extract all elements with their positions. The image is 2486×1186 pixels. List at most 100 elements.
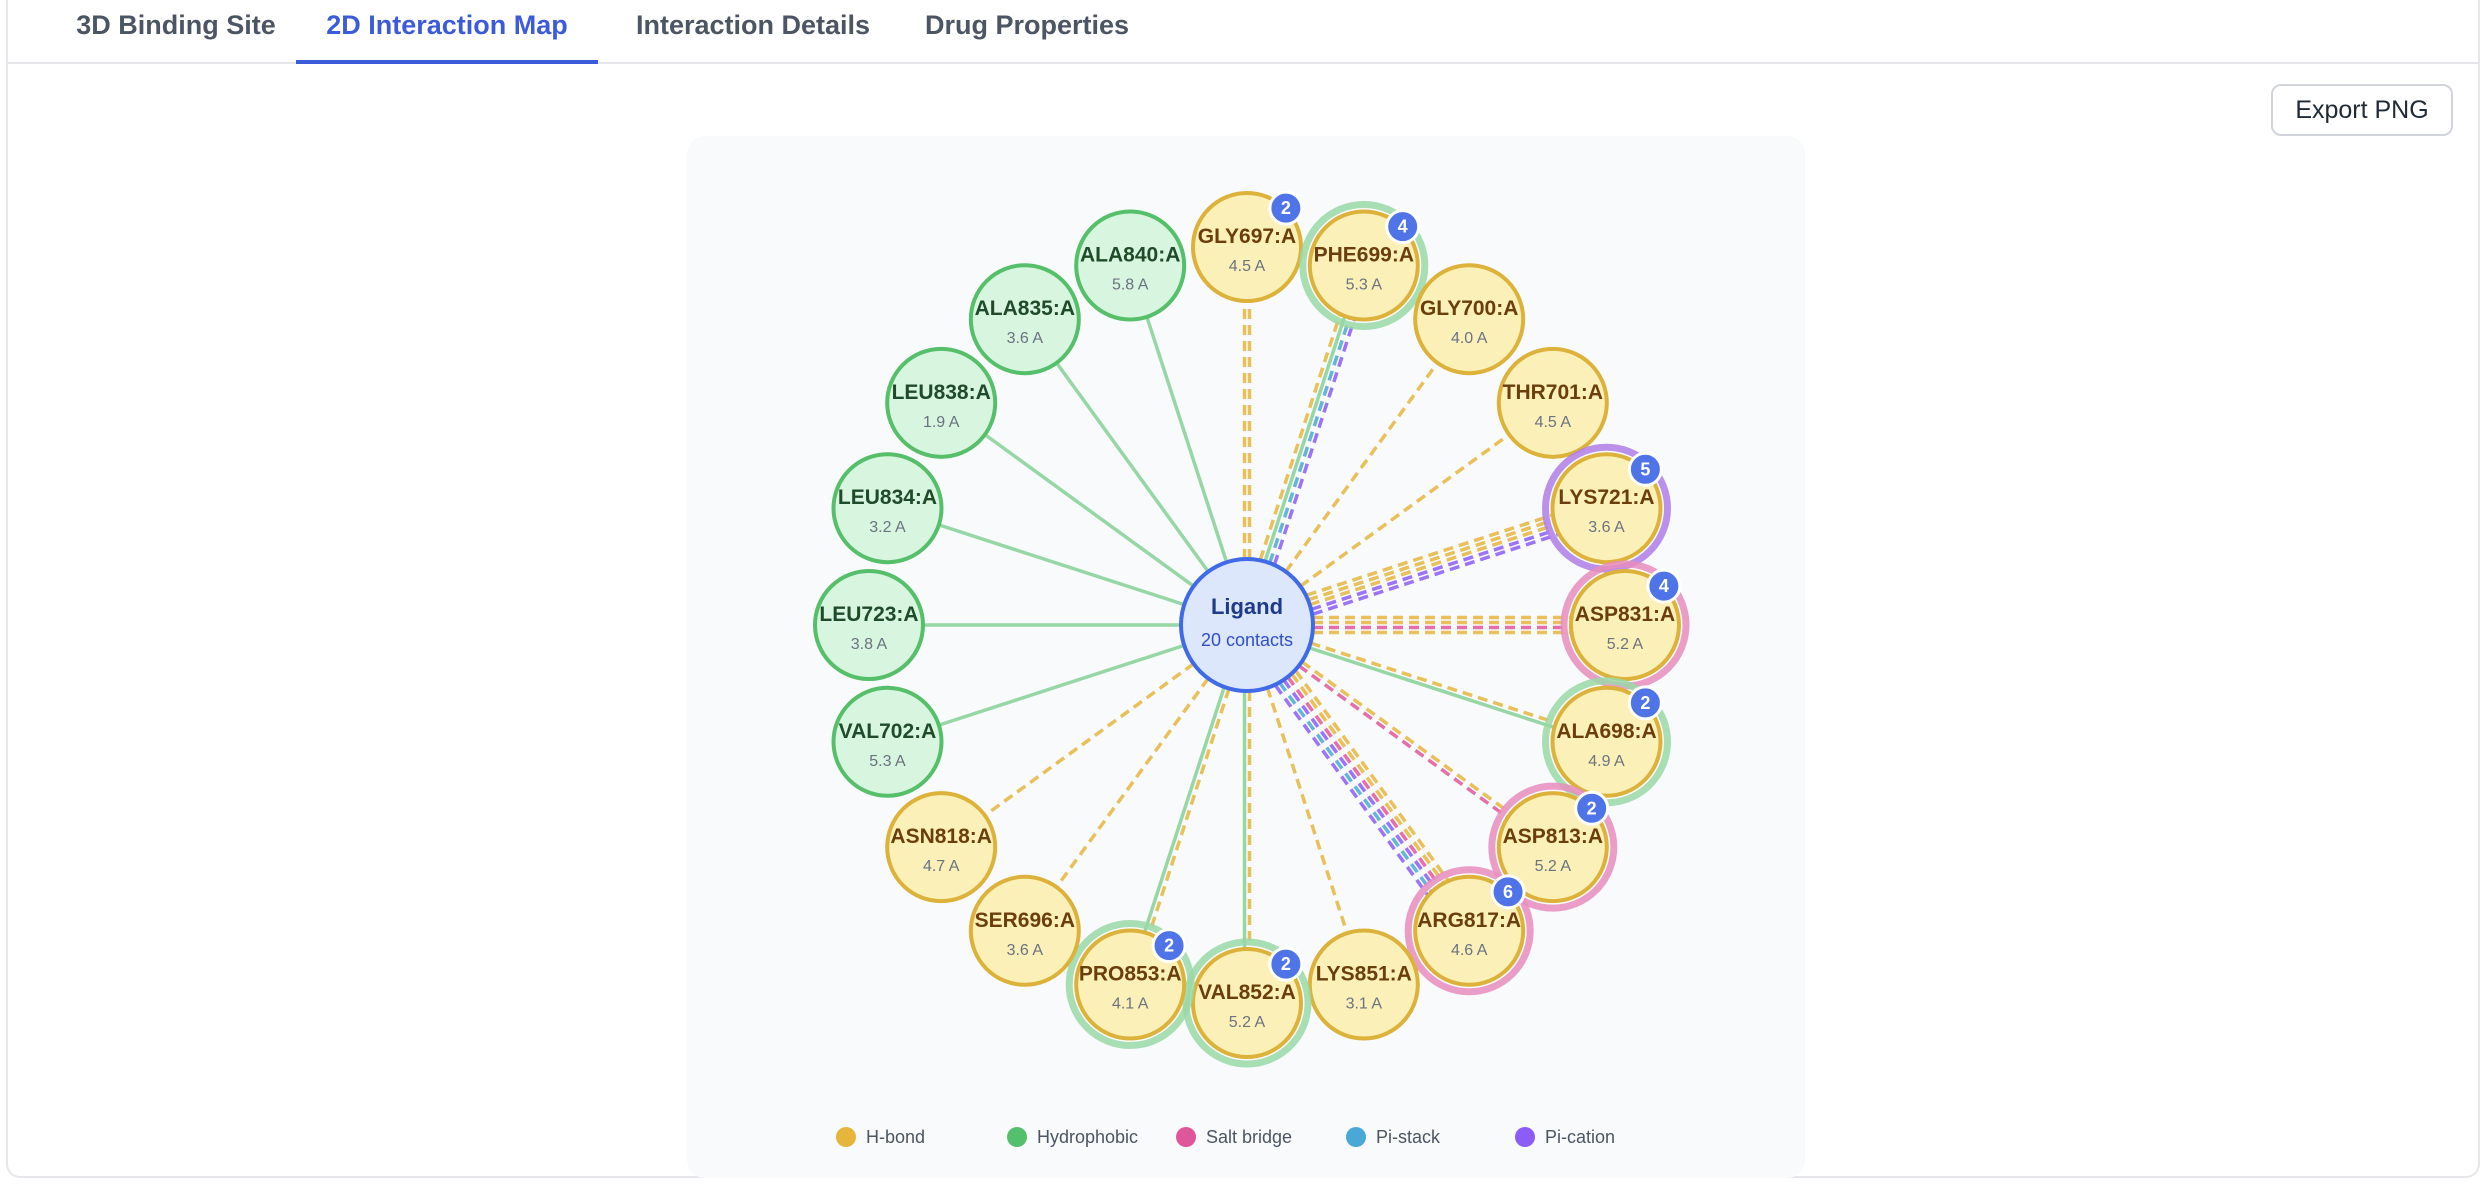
residue-node[interactable]: ASN818:A4.7 A <box>885 791 998 904</box>
interaction-line-hydrophobic <box>983 433 1195 588</box>
contact-count: 2 <box>1281 198 1291 218</box>
legend-item-pi-stack: Pi-stack <box>1346 1127 1441 1147</box>
residue-node[interactable]: VAL852:A5.2 A2 <box>1182 938 1312 1068</box>
residue-name: VAL702:A <box>839 720 937 743</box>
tab-3d-binding-site[interactable]: 3D Binding Site <box>72 0 280 62</box>
residue-node[interactable]: ASP831:A 5.2 A 4 <box>1560 560 1690 690</box>
tab-label: 2D Interaction Map <box>326 10 568 40</box>
export-png-button[interactable]: Export PNG <box>2271 84 2453 136</box>
residue-name: ASP831:A <box>1575 603 1675 626</box>
residue-node[interactable]: LYS721:A3.6 A5 <box>1541 443 1671 573</box>
contact-count-badge <box>1151 928 1187 964</box>
tab-interaction-details[interactable]: Interaction Details <box>628 0 878 62</box>
contact-count: 2 <box>1587 798 1597 818</box>
legend-label: Hydrophobic <box>1037 1127 1138 1147</box>
residue-distance: 4.5 A <box>1229 258 1266 275</box>
residue-node[interactable]: ASP813:A 5.2 A 2 <box>1488 782 1618 912</box>
residue-node[interactable]: ALA698:A4.9 A2 <box>1541 677 1671 807</box>
interaction-line-hbond <box>1284 361 1439 573</box>
tab-bar: 3D Binding Site 2D Interaction Map Inter… <box>6 0 2480 64</box>
residue-name: LYS851:A <box>1316 962 1412 985</box>
residue-distance: 3.1 A <box>1346 995 1383 1012</box>
interaction-line-hydrophobic <box>1055 361 1210 573</box>
legend-label: H-bond <box>866 1127 925 1147</box>
interaction-line-salt-bridge <box>1297 664 1509 819</box>
interaction-line-hbond <box>1309 523 1556 607</box>
residue-distance: 5.2 A <box>1607 636 1644 653</box>
interaction-line-hbond <box>983 662 1195 817</box>
residue-ring <box>1404 866 1534 996</box>
residue-circle <box>1496 346 1609 459</box>
interaction-lines <box>923 301 1571 949</box>
tab-drug-properties[interactable]: Drug Properties <box>922 0 1132 62</box>
residue-name: LYS721:A <box>1558 486 1654 509</box>
contact-count: 2 <box>1281 954 1291 974</box>
residue-node[interactable]: THR701:A4.5 A <box>1496 346 1609 459</box>
interaction-line-hydrophobic <box>1263 315 1347 562</box>
contact-count: 2 <box>1164 936 1174 956</box>
residue-node[interactable]: ARG817:A4.6 A6 <box>1404 866 1534 996</box>
residue-distance: 5.3 A <box>869 753 906 770</box>
residue-name: LEU723:A <box>819 603 918 626</box>
interaction-line-hbond <box>1147 688 1231 935</box>
legend-swatch <box>1176 1127 1196 1147</box>
residue-name: GLY700:A <box>1420 297 1518 320</box>
residue-distance: 1.9 A <box>923 414 960 431</box>
interaction-line-hbond <box>1310 641 1557 725</box>
ligand-label: Ligand <box>1211 594 1283 619</box>
contact-count: 4 <box>1659 576 1669 596</box>
contact-count-badge <box>1268 946 1304 982</box>
contact-count-badge <box>1490 874 1526 910</box>
legend-item-salt-bridge: Salt bridge <box>1176 1127 1292 1147</box>
tab-2d-interaction-map[interactable]: 2D Interaction Map <box>296 0 598 64</box>
residue-name: ARG817:A <box>1417 909 1521 932</box>
residue-name: LEU838:A <box>892 381 991 404</box>
residue-name: ASP813:A <box>1503 825 1603 848</box>
residue-node[interactable]: GLY700:A4.0 A <box>1413 263 1526 376</box>
residue-distance: 5.8 A <box>1112 277 1149 294</box>
interaction-line-hbond <box>1306 513 1553 597</box>
contact-count: 2 <box>1640 693 1650 713</box>
residue-distance: 3.2 A <box>869 519 906 536</box>
residue-distance: 5.2 A <box>1535 858 1572 875</box>
ligand-contacts: 20 contacts <box>1201 630 1293 650</box>
interaction-line-pi-cation <box>1282 678 1437 890</box>
residue-node[interactable]: PRO853:A4.1 A2 <box>1065 919 1195 1049</box>
interaction-line-pi-cation <box>1274 684 1429 896</box>
interaction-line-hbond <box>1299 433 1511 588</box>
residue-node[interactable]: LEU723:A 3.8 A <box>813 569 925 681</box>
residue-node[interactable]: SER696:A3.6 A <box>968 874 1081 987</box>
residue-circle <box>831 452 944 565</box>
residue-node[interactable]: ALA835:A3.6 A <box>968 263 1081 376</box>
residue-ring <box>1488 782 1618 912</box>
residue-circle <box>968 874 1081 987</box>
residue-node[interactable]: PHE699:A5.3 A4 <box>1299 201 1429 331</box>
residue-node[interactable]: GLY697:A4.5 A2 <box>1191 190 1304 303</box>
contact-count-badge <box>1574 790 1610 826</box>
contact-count: 6 <box>1503 882 1513 902</box>
interaction-line-pi-stack <box>1278 681 1433 893</box>
residue-distance: 3.8 A <box>851 636 888 653</box>
residue-node[interactable]: ALA840:A5.8 A <box>1074 209 1187 322</box>
legend-label: Pi-cation <box>1545 1127 1615 1147</box>
interaction-line-hydrophobic <box>938 523 1185 607</box>
ligand-node[interactable]: Ligand 20 contacts <box>1179 557 1315 693</box>
legend-label: Salt bridge <box>1206 1127 1292 1147</box>
contact-count-badge <box>1646 568 1682 604</box>
interaction-line-pi-cation <box>1272 318 1356 566</box>
residue-name: VAL852:A <box>1198 981 1296 1004</box>
residue-name: ASN818:A <box>890 825 992 848</box>
residue-node[interactable]: LYS851:A 3.1 A <box>1307 928 1420 1041</box>
contact-count-badge <box>1385 209 1421 245</box>
interaction-line-hydrophobic <box>1142 686 1226 933</box>
legend-swatch <box>1515 1127 1535 1147</box>
residue-node[interactable]: LEU838:A 1.9 A <box>885 346 998 459</box>
residue-node[interactable]: LEU834:A3.2 A <box>831 452 944 565</box>
interaction-line-pi-cation <box>1310 527 1558 612</box>
residue-node[interactable]: VAL702:A 5.3 A <box>831 685 944 798</box>
legend-item-hbond: H-bond <box>836 1127 925 1147</box>
residue-name: SER696:A <box>975 909 1075 932</box>
interaction-line-hydrophobic <box>1308 646 1555 730</box>
residue-circle <box>885 791 998 904</box>
